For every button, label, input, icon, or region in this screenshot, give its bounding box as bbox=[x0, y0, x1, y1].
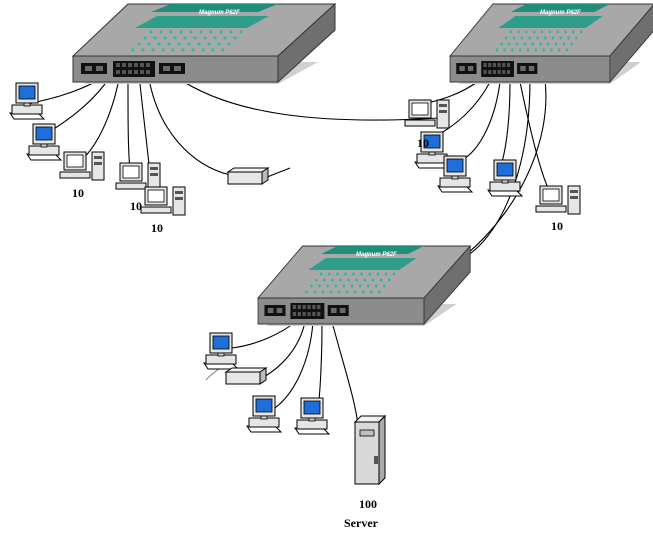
speed-label: 10 bbox=[417, 136, 429, 150]
cable bbox=[261, 321, 306, 379]
speed-label: 10 bbox=[130, 199, 142, 213]
speed-label: 10 bbox=[72, 186, 84, 200]
workstation bbox=[535, 185, 581, 215]
cable bbox=[149, 83, 231, 176]
cable bbox=[317, 321, 323, 409]
cable bbox=[271, 321, 314, 411]
cable bbox=[331, 321, 359, 426]
switch-1-brand: Magnum P62F bbox=[199, 10, 240, 16]
server-speed-label: 100 bbox=[359, 497, 377, 511]
cable bbox=[519, 81, 549, 189]
cable bbox=[77, 83, 119, 164]
switch-1: Magnum P62F bbox=[72, 3, 336, 85]
server-label: Server bbox=[344, 516, 378, 530]
uplink-cable bbox=[174, 75, 441, 121]
workstation bbox=[59, 151, 105, 181]
speed-label: 10 bbox=[151, 221, 163, 235]
modem-device bbox=[227, 167, 269, 185]
server bbox=[353, 414, 387, 486]
switch-2: Magnum P62F bbox=[449, 3, 653, 85]
desktop-pc bbox=[26, 123, 62, 161]
cable bbox=[461, 81, 501, 161]
switch-3: Magnum P62F bbox=[257, 245, 471, 327]
desktop-pc bbox=[246, 395, 282, 433]
cable bbox=[127, 83, 131, 171]
modem-device bbox=[225, 367, 267, 385]
workstation bbox=[404, 99, 450, 129]
switch-2-brand: Magnum P62F bbox=[540, 10, 581, 16]
cable bbox=[264, 167, 291, 179]
cable bbox=[499, 81, 511, 169]
workstation bbox=[140, 186, 186, 216]
desktop-pc bbox=[294, 397, 330, 435]
desktop-pc bbox=[203, 332, 239, 370]
switch-3-brand: Magnum P62F bbox=[356, 252, 397, 258]
speed-label: 10 bbox=[551, 219, 563, 233]
